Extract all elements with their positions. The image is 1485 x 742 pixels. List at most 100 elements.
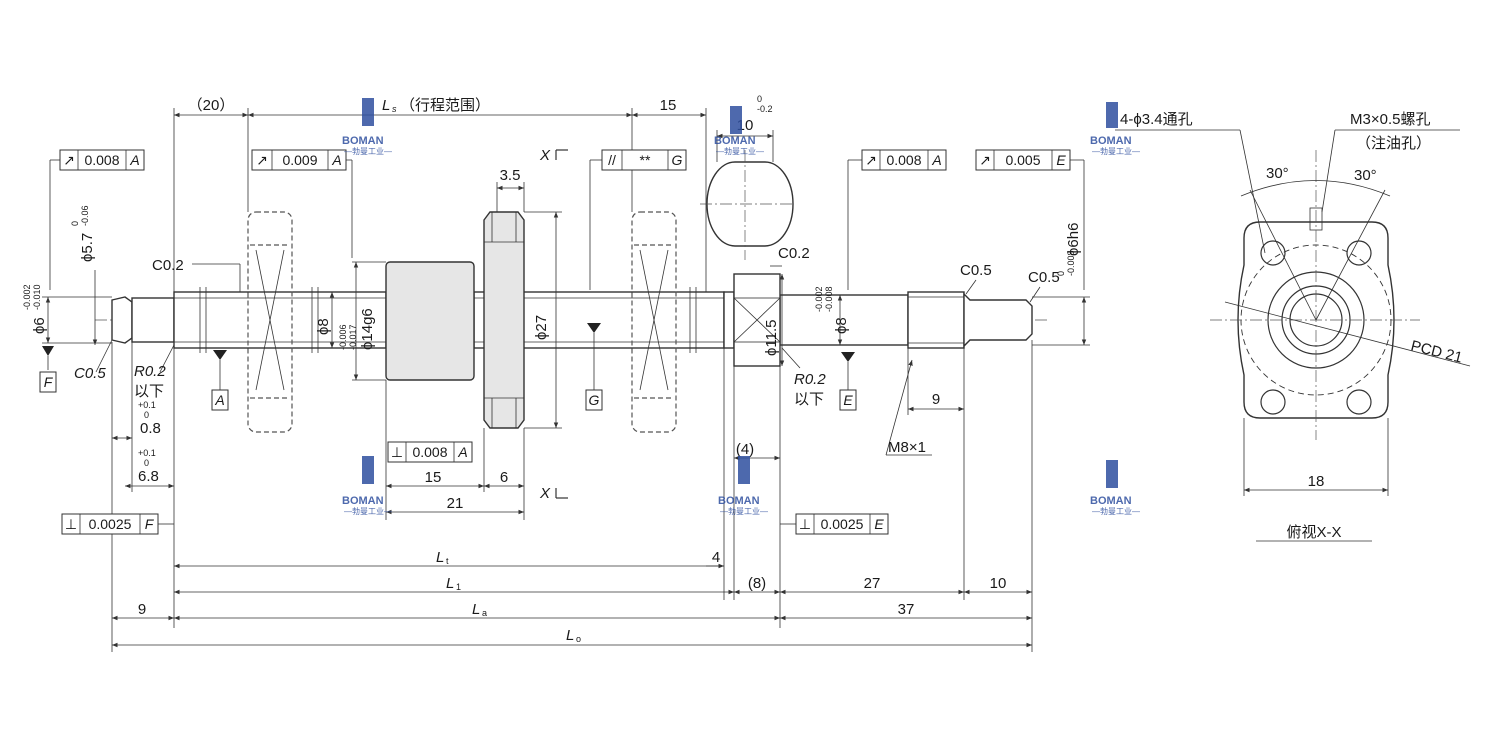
section-x-top: X xyxy=(539,147,551,164)
svg-text:⊥: ⊥ xyxy=(65,516,77,532)
dim-r0-2-right: R0.2 xyxy=(794,371,826,388)
dim-0-8-tol-bot: 0 xyxy=(144,410,149,420)
frame-perp-right: ⊥ 0.0025 E xyxy=(795,513,889,535)
dim-18: 18 xyxy=(1308,473,1325,490)
dim-c0-5-mid: C0.5 xyxy=(960,262,992,279)
frame-tolerance: 0.009 xyxy=(282,152,317,168)
dim-c0-5-left: C0.5 xyxy=(74,365,106,382)
watermark-brand: BOMAN xyxy=(342,135,384,147)
dim-oil-hole: M3×0.5螺孔 xyxy=(1350,111,1430,128)
watermark-brand: BOMAN xyxy=(1090,495,1132,507)
frame-datum: E xyxy=(1056,152,1066,168)
datum-g: G xyxy=(589,392,600,408)
dim-9-left: 9 xyxy=(138,601,146,618)
watermark-logo: BOMAN —勃曼工业— xyxy=(1090,460,1140,516)
watermark-sub: —勃曼工业— xyxy=(344,506,392,516)
datum-e: E xyxy=(843,392,853,408)
watermark-logo: BOMAN —勃曼工业— xyxy=(342,98,392,156)
frame-tolerance: ** xyxy=(640,152,651,168)
flange-top-view xyxy=(1115,129,1471,542)
left-neck xyxy=(131,297,175,343)
frame-datum: A xyxy=(457,444,467,460)
dim-angle-left: 30° xyxy=(1266,165,1289,182)
frame-tolerance: 0.0025 xyxy=(821,516,864,532)
dim-phi5-7-tol-bot: -0.06 xyxy=(80,205,90,226)
dim-phi8-right: ϕ8 xyxy=(833,317,850,334)
nut-body xyxy=(385,261,475,381)
datum-boxes: F A G E xyxy=(39,371,857,411)
bolt-hole xyxy=(1260,389,1286,415)
watermark-brand: BOMAN xyxy=(714,135,756,147)
dim-phi14g6-tol-bot: -0.017 xyxy=(348,324,358,350)
label-lt: L xyxy=(436,549,444,566)
label-stroke-range: （行程范围） xyxy=(400,97,490,114)
dim-phi27: ϕ27 xyxy=(533,315,550,340)
frame-tolerance: 0.0025 xyxy=(89,516,132,532)
dim-phi8-right-tol-top: -0.002 xyxy=(814,286,824,312)
frame-datum: A xyxy=(931,152,941,168)
dim-angle-right: 30° xyxy=(1354,167,1377,184)
svg-text:⊥: ⊥ xyxy=(391,444,403,460)
label-la: L xyxy=(472,601,480,618)
dim-10-tol-top: 0 xyxy=(757,94,762,104)
datum-f: F xyxy=(44,374,54,390)
screw-shaft xyxy=(111,287,1033,353)
dim-phi6h6: ϕ6h6 xyxy=(1065,223,1082,256)
dim-6: 6 xyxy=(500,469,508,486)
dim-phi6-tol-top: -0.002 xyxy=(22,284,32,310)
frame-parallel-nut: // ** G xyxy=(601,149,687,171)
frame-datum: A xyxy=(129,152,139,168)
frame-runout-left: ↗ 0.008 A xyxy=(59,149,145,171)
frame-runout-support: ↗ 0.009 A xyxy=(251,149,347,171)
dim-c0-2-right: C0.2 xyxy=(778,245,810,262)
dim-10-tol-bot: -0.2 xyxy=(757,104,773,114)
dim-pcd: PCD 21 xyxy=(1409,337,1464,366)
screw-thread-left xyxy=(173,291,387,349)
bolt-hole xyxy=(1260,240,1286,266)
label-l1-sub: 1 xyxy=(456,582,461,592)
label-lo-sub: o xyxy=(576,634,581,644)
frame-tolerance: 0.008 xyxy=(412,444,447,460)
dim-0-8-tol-top: +0.1 xyxy=(138,400,156,410)
watermark-brand: BOMAN xyxy=(718,495,760,507)
watermark-sub: —勃曼工业— xyxy=(344,146,392,156)
svg-text:↗: ↗ xyxy=(63,152,75,168)
dim-phi6h6-tol-bot: -0.008 xyxy=(1066,250,1076,276)
watermark-brand: BOMAN xyxy=(1090,135,1132,147)
dim-21: 21 xyxy=(447,495,464,512)
svg-text:↗: ↗ xyxy=(979,152,991,168)
frame-datum: E xyxy=(874,516,884,532)
dim-27: 27 xyxy=(864,575,881,592)
label-l1: L xyxy=(446,575,454,592)
label-lo: L xyxy=(566,627,574,644)
frame-tolerance: 0.005 xyxy=(1005,152,1040,168)
dim-phi5-7: ϕ5.7 xyxy=(79,233,96,262)
dim-15-top: 15 xyxy=(660,97,677,114)
frame-tolerance: 0.008 xyxy=(886,152,921,168)
dim-6-8-tol-bot: 0 xyxy=(144,458,149,468)
bolt-hole xyxy=(1346,389,1372,415)
dim-r0-2-right-note: 以下 xyxy=(794,391,824,408)
dim-0-8: 0.8 xyxy=(140,420,161,437)
label-ls-sub: s xyxy=(392,104,397,114)
view-title: 俯视X-X xyxy=(1286,524,1341,541)
dim-15-bottom: 15 xyxy=(425,469,442,486)
support-unit-left xyxy=(247,211,293,433)
dim-m8: M8×1 xyxy=(888,439,926,456)
label-ls: L xyxy=(382,97,390,114)
dim-37: 37 xyxy=(898,601,915,618)
svg-text:↗: ↗ xyxy=(256,152,268,168)
dim-phi5-7-tol-top: 0 xyxy=(70,221,80,226)
frame-datum: F xyxy=(145,516,155,532)
dim-8-paren: (8) xyxy=(748,575,766,592)
dim-9-thread: 9 xyxy=(932,391,940,408)
right-journal xyxy=(779,294,909,346)
svg-text://: // xyxy=(608,152,616,168)
frame-perp-left: ⊥ 0.0025 F xyxy=(61,513,159,535)
label-lt-sub: t xyxy=(446,556,449,566)
dim-phi6h6-tol-top: 0 xyxy=(1056,271,1066,276)
dim-phi8-left: ϕ8 xyxy=(315,318,332,335)
dim-c0-5-end: C0.5 xyxy=(1028,269,1060,286)
dim-10-end: 10 xyxy=(990,575,1007,592)
